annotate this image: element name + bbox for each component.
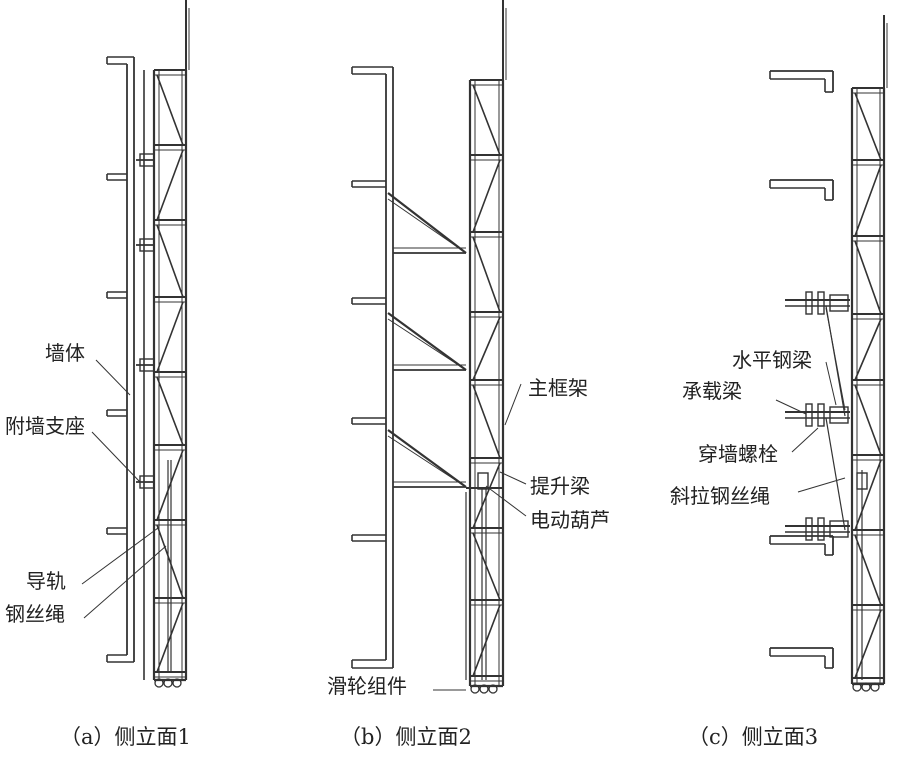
b-diagonal-stay-2 [387,435,467,488]
b-diagonal-brace [472,236,501,313]
c-diagonal-brace [854,609,882,679]
c-diagonal-brace [854,240,882,315]
b-base-wheel [488,684,498,694]
c-through-wall-bolt [805,403,813,427]
caption-a: （a）侧立面1 [60,725,191,749]
a-diagonal-brace [156,449,184,521]
b-base-wheel [470,684,480,694]
c-diagonal-brace [854,92,882,161]
c-leader-through-wall-bolt [791,427,819,453]
b-electric-hoist [477,472,489,490]
b-diagonal-stay [387,312,467,371]
b-diagonal-stay-2 [387,318,467,371]
a-diagonal-brace [156,149,184,221]
a-diagonal-brace [156,301,184,373]
label-through-wall-bolt: 穿墙螺栓 [698,442,778,466]
c-electric-hoist [856,472,868,490]
c-diagonal-wire-rope [825,417,846,531]
c-through-wall-bolt [817,517,825,541]
a-base-wheel [163,678,173,688]
c-diagonal-brace [854,534,882,606]
a-leader-wall [95,359,131,396]
label-diagonal-wire-rope: 斜拉钢丝绳 [670,484,770,508]
c-base-wheel [861,682,871,692]
b-leader-lifting-beam [499,471,527,485]
c-horizontal-steel-beam [829,294,849,312]
c-base-wheel [870,682,880,692]
c-diagonal-wire-rope-2 [825,307,846,411]
label-lifting-beam: 提升梁 [530,474,590,498]
a-leader-wall-support [91,431,141,483]
c-diagonal-brace [854,384,882,456]
c-horizontal-steel-beam [829,520,849,538]
c-leader-bearing-beam [775,399,807,415]
c-horizontal-steel-beam [829,406,849,424]
caption-c: （c）侧立面3 [688,725,819,749]
c-leader-diagonal-wire-rope [797,477,846,493]
c-through-wall-bolt [805,517,813,541]
a-base-wheel [154,678,164,688]
b-base-wheel [479,684,489,694]
a-base-wheel [172,678,182,688]
a-diagonal-brace [156,224,184,298]
b-diagonal-brace [472,84,501,156]
label-guide-rail: 导轨 [26,569,66,593]
a-diagonal-brace [156,376,184,446]
c-through-wall-bolt [805,291,813,315]
a-diagonal-brace [156,74,184,146]
a-leader-wire-rope [83,545,167,619]
label-electric-hoist: 电动葫芦 [530,508,610,532]
c-diagonal-brace [854,164,882,237]
label-bearing-beam: 承载梁 [682,379,742,403]
b-diagonal-brace [472,159,501,233]
c-leader-horizontal-steel-beam [825,361,837,406]
a-diagonal-brace [156,524,184,599]
c-through-wall-bolt [817,291,825,315]
b-diagonal-stay [387,429,467,488]
a-diagonal-brace [156,602,184,673]
b-leader-electric-hoist [485,485,527,517]
label-horizontal-steel-beam: 水平钢梁 [732,348,812,372]
b-leader-main-frame [504,383,522,426]
c-base-wheel [852,682,862,692]
b-diagonal-stay-2 [387,198,467,254]
label-wall-support: 附墙支座 [5,414,85,438]
label-wall: 墙体 [45,341,85,365]
c-diagonal-brace [854,318,882,381]
caption-b: （b）侧立面2 [340,725,472,749]
b-diagonal-brace [472,316,501,381]
c-diagonal-brace [854,459,882,531]
a-leader-guide-rail [81,527,159,585]
label-wire-rope: 钢丝绳 [5,602,65,626]
b-diagonal-stay [387,192,467,254]
b-diagonal-brace [472,384,501,459]
label-pulley-assembly: 滑轮组件 [327,674,407,698]
label-main-frame: 主框架 [528,376,588,400]
c-through-wall-bolt [817,403,825,427]
